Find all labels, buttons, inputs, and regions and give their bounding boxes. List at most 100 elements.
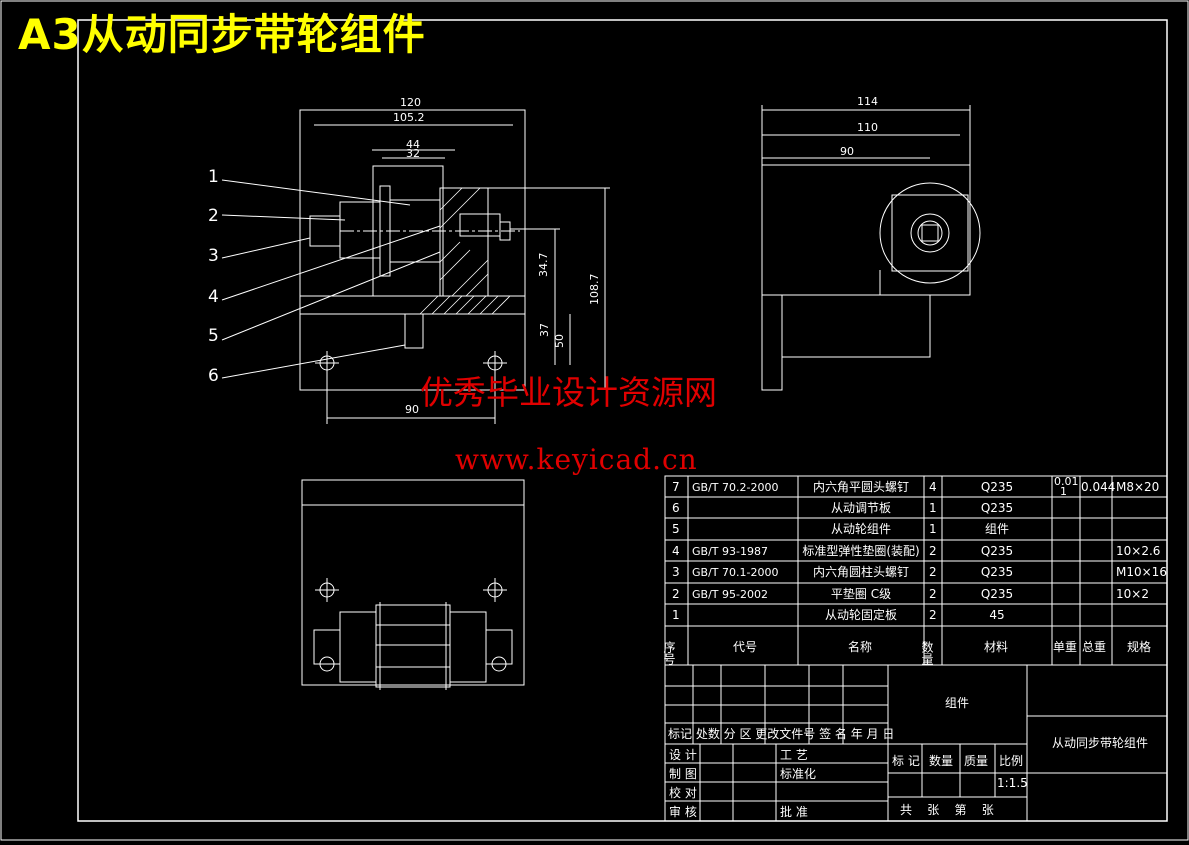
- dim-34-7: 34.7: [537, 253, 550, 278]
- dim-44: 44: [406, 138, 420, 151]
- bom-header-spec: 规格: [1127, 639, 1151, 654]
- top-view: [301, 479, 525, 690]
- side-post: [761, 294, 783, 391]
- bom-cell-no: 7: [672, 480, 680, 494]
- bom-cell-unit-weight: 0.01: [1054, 475, 1079, 488]
- balloon-5: 5: [208, 326, 219, 346]
- side-block-hatch: [439, 187, 489, 297]
- tb-checked: 校 对: [669, 785, 697, 800]
- side-block: [439, 187, 489, 297]
- bolt-circle: [917, 220, 943, 246]
- tb-drawn: 制 图: [669, 767, 697, 781]
- bom-cell-spec: 10×2.6: [1116, 544, 1160, 558]
- bom-cell-qty: 2: [929, 587, 937, 601]
- bom-cell-total-weight: 0.044: [1081, 480, 1115, 494]
- bom-cell-material: Q235: [981, 501, 1013, 515]
- pulley-circle: [879, 182, 981, 284]
- tb-scale-label: 比例: [999, 754, 1023, 768]
- side-dim-texts: 114 110 90: [840, 95, 878, 158]
- balloon-3: 3: [208, 246, 219, 266]
- watermark-text: 优秀毕业设计资源网: [420, 373, 717, 412]
- top-pulley: [375, 604, 451, 688]
- bom-cell-name: 平垫圈 C级: [831, 586, 891, 601]
- bom-cell-no: 1: [672, 608, 680, 622]
- bom-cell-material: Q235: [981, 565, 1013, 579]
- pulley-boss: [891, 194, 969, 272]
- front-view: [221, 109, 610, 424]
- tb-mass: 质量: [964, 754, 988, 768]
- side-lower-block: [781, 294, 931, 358]
- leader-2: [221, 214, 346, 221]
- front-base: [299, 295, 526, 315]
- bom-cell-no: 4: [672, 544, 680, 558]
- bom-header-total-weight: 总重: [1082, 640, 1106, 654]
- dim-105-2: 105.2: [393, 111, 425, 124]
- top-block-left: [339, 611, 377, 683]
- bom-header-unit-weight: 单重: [1053, 640, 1077, 654]
- bom-cell-name: 从动轮固定板: [825, 607, 897, 622]
- bom-cell-qty: 4: [929, 480, 937, 494]
- bom-cell-unit-weight-2: 1: [1060, 485, 1067, 498]
- tb-mark: 标 记: [892, 754, 920, 768]
- inner-frame: [77, 19, 1168, 822]
- bom-header-name: 名称: [848, 639, 872, 654]
- bom-cell-name: 内六角平圆头螺钉: [813, 480, 909, 494]
- dim-50: 50: [553, 334, 566, 348]
- tb-standard: 标准化: [780, 767, 816, 781]
- dim-37: 37: [538, 323, 551, 337]
- leader-4: [221, 225, 441, 301]
- leader-6: [221, 344, 406, 379]
- balloon-1: 1: [208, 167, 219, 187]
- bom-header-qty: 数量: [920, 640, 934, 665]
- dim-32: 32: [406, 147, 420, 160]
- bom-cell-no: 6: [672, 501, 680, 515]
- hex-socket: [921, 224, 939, 242]
- tb-rev-headers: 标记 处数 分 区 更改文件号 签 名 年 月 日: [668, 726, 894, 741]
- watermark-url: www.keyicad.cn: [455, 443, 698, 476]
- bom-cell-spec: M8×20: [1116, 480, 1159, 494]
- bom-cell-material: 组件: [985, 522, 1009, 536]
- bom-cell-spec: 10×2: [1116, 587, 1149, 601]
- bom-cell-spec: M10×16: [1116, 565, 1167, 579]
- top-plate-outline: [301, 479, 525, 686]
- bom-cell-code: GB/T 70.2-2000: [692, 481, 778, 494]
- dim-110: 110: [857, 121, 878, 134]
- tb-review: 审 核: [669, 804, 697, 819]
- bom-header-material: 材料: [984, 640, 1008, 654]
- screw-head: [459, 213, 501, 237]
- bom-cell-name: 内六角圆柱头螺钉: [813, 564, 909, 579]
- bom-cell-material: Q235: [981, 587, 1013, 601]
- front-dim-texts: 120 105.2 44 32 34.7 108.7 37 50 90: [393, 96, 601, 416]
- title-block: [664, 664, 1168, 822]
- leader-5: [221, 251, 441, 341]
- bom-cell-material: 45: [989, 608, 1004, 622]
- bom-table: [664, 475, 1168, 666]
- dim-120: 120: [400, 96, 421, 109]
- dim-114: 114: [857, 95, 878, 108]
- tb-sheets: 共 张 第 张: [900, 803, 994, 817]
- bom-cell-qty: 2: [929, 544, 937, 558]
- top-screw-left: [313, 629, 341, 665]
- balloon-4: 4: [208, 287, 219, 307]
- tb-process: 工 艺: [780, 748, 808, 762]
- tb-scale: 1:1.5: [997, 776, 1028, 790]
- bom-header-no: 序号: [662, 640, 676, 665]
- balloon-6: 6: [208, 366, 219, 386]
- bom-cell-qty: 1: [929, 522, 937, 536]
- bom-cell-qty: 1: [929, 501, 937, 515]
- side-view: [761, 105, 981, 391]
- bom-cell-qty: 2: [929, 608, 937, 622]
- bom-cell-material: Q235: [981, 544, 1013, 558]
- tb-quantity: 数量: [929, 753, 953, 768]
- shaft-end: [339, 201, 381, 259]
- bom-cell-material: Q235: [981, 480, 1013, 494]
- bom-header-code: 代号: [733, 640, 757, 654]
- tb-drawing-name: 从动同步带轮组件: [1052, 736, 1148, 750]
- bom-cell-no: 3: [672, 565, 680, 579]
- top-screw-right: [485, 629, 513, 665]
- tb-assembly: 组件: [945, 696, 969, 710]
- leader-1: [221, 179, 411, 206]
